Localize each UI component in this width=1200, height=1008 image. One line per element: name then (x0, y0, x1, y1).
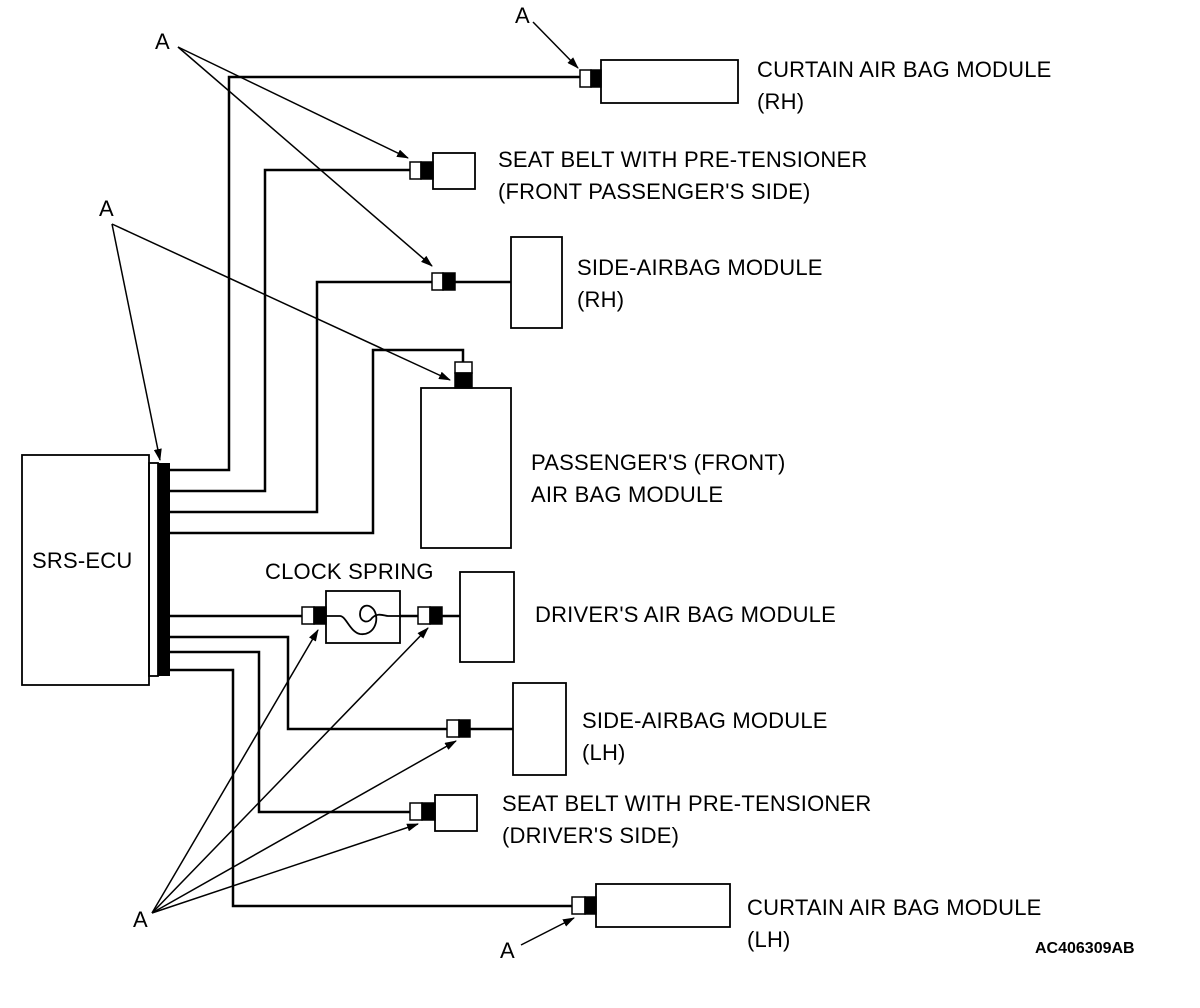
clock-spring-box (325, 590, 401, 644)
connector-driver (417, 606, 431, 625)
driver-module (459, 571, 515, 663)
driver-label-line1: DRIVER'S AIR BAG MODULE (535, 602, 836, 627)
callout-arrow-passenger-front (111, 223, 451, 381)
side-airbag-rh-label-line2: (RH) (577, 287, 625, 312)
callout-arrow-curtain-rh (532, 21, 579, 69)
callout-letter-top: A (155, 29, 170, 54)
seat-belt-driver-module (434, 794, 478, 832)
passenger-front-module (420, 387, 512, 549)
connector-seat-belt-passenger (409, 161, 422, 180)
callout-arrow-side-airbag-lh (151, 740, 457, 914)
figure-code: AC406309AB (1035, 940, 1135, 957)
curtain-rh-label-line2: (RH) (757, 89, 805, 114)
callout-letter-bottom: A (133, 907, 148, 932)
side-airbag-lh-module (512, 682, 567, 776)
srs-ecu-label: SRS-ECU (32, 548, 133, 573)
callout-letter-bottom-right: A (500, 938, 515, 963)
clock-spring-coil (326, 604, 400, 635)
callout-arrow-driver (151, 627, 429, 914)
passenger-front-label-line2: AIR BAG MODULE (531, 482, 724, 507)
connector-clock-spring-in (301, 606, 315, 625)
connector-curtain-rh (579, 69, 592, 88)
seat-belt-driver-label-line2: (DRIVER'S SIDE) (502, 823, 680, 848)
wire-curtain-rh (170, 75, 580, 472)
curtain-lh-module (595, 883, 731, 928)
curtain-lh-label-line2: (LH) (747, 927, 791, 952)
callout-arrow-curtain-lh (520, 917, 575, 946)
callout-arrow-seat-belt-passenger (177, 46, 409, 159)
seat-belt-passenger-module (432, 152, 476, 190)
connector-side-airbag-lh (446, 719, 460, 738)
callout-arrow-clock-spring-in (151, 629, 319, 914)
seat-belt-passenger-label-line2: (FRONT PASSENGER'S SIDE) (498, 179, 811, 204)
wire-seat-belt-passenger (170, 168, 410, 493)
passenger-front-label-line1: PASSENGER'S (FRONT) (531, 450, 786, 475)
side-airbag-rh-label-line1: SIDE-AIRBAG MODULE (577, 255, 823, 280)
side-airbag-lh-label-line2: (LH) (582, 740, 626, 765)
seat-belt-driver-label-line1: SEAT BELT WITH PRE-TENSIONER (502, 791, 872, 816)
curtain-lh-label-line1: CURTAIN AIR BAG MODULE (747, 895, 1042, 920)
seat-belt-passenger-label-line1: SEAT BELT WITH PRE-TENSIONER (498, 147, 868, 172)
srs-ecu-connector-black (158, 463, 170, 676)
callout-letter-top-right: A (515, 3, 530, 28)
callout-arrow-ecu (111, 223, 162, 461)
connector-curtain-lh (571, 896, 586, 915)
callout-arrow-side-airbag-rh (177, 46, 433, 267)
side-airbag-rh-module (510, 236, 563, 329)
connector-side-airbag-rh (431, 272, 444, 291)
callout-letter-mid-left: A (99, 196, 114, 221)
srs-ecu-connector (148, 462, 159, 677)
callout-arrow-seat-belt-driver (151, 823, 419, 914)
wire-curtain-lh (170, 668, 572, 908)
curtain-rh-module (600, 59, 739, 104)
side-airbag-lh-label-line1: SIDE-AIRBAG MODULE (582, 708, 828, 733)
wire-side-airbag-lh (170, 635, 447, 731)
connector-passenger-front (454, 361, 473, 374)
connector-seat-belt-driver (409, 802, 423, 821)
wire-passenger-front (170, 348, 465, 535)
clock-spring-label: CLOCK SPRING (265, 559, 434, 584)
wire-side-airbag-rh (170, 280, 432, 514)
curtain-rh-label-line1: CURTAIN AIR BAG MODULE (757, 57, 1052, 82)
